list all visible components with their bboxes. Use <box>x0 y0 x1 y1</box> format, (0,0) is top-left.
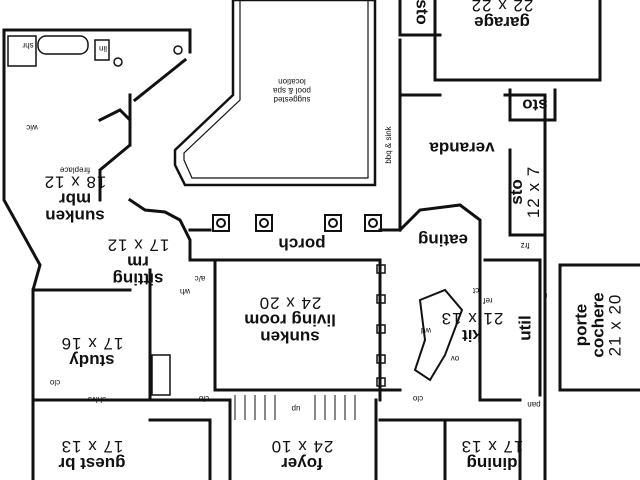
room-dining-dim: 17 x 13 <box>460 437 524 456</box>
label-wh: wh <box>179 287 191 296</box>
room-kit: kit 21 x 13 <box>440 309 504 345</box>
room-sitting-dim: 17 x 12 <box>106 235 170 255</box>
room-porch: porch <box>278 234 326 254</box>
label-ov: ov <box>450 354 460 363</box>
room-sitting-name1: sitting <box>112 269 164 289</box>
pool-inner <box>183 0 369 179</box>
wall-outer-left <box>2 28 42 480</box>
label-clo-a: clo <box>198 394 210 403</box>
room-sunken-mbr-dim: 18 x 12 <box>43 172 107 192</box>
wall-sto-side <box>508 148 547 237</box>
label-clo-b: clo <box>49 378 61 387</box>
room-cochere-name1: porte <box>571 303 591 347</box>
bbq-note-text: bbq & sink <box>384 126 393 164</box>
label-clo-c: clo <box>412 394 424 403</box>
room-foyer-dim: 24 x 10 <box>270 437 334 456</box>
wall-bay-sitting <box>127 197 192 262</box>
wall-cochere <box>558 263 640 392</box>
wall-sto-top <box>398 0 442 37</box>
label-shr: shr <box>22 41 34 50</box>
wall-dining <box>443 418 522 480</box>
room-sitting-name2: rm <box>127 252 149 272</box>
label-up: up <box>291 404 301 413</box>
room-util: util <box>515 315 535 341</box>
room-sunken-mbr: sunken mbr 18 x 12 fireplace <box>43 166 107 226</box>
living-columns <box>376 264 386 387</box>
label-shlvs: shlvs <box>87 395 107 404</box>
room-sunken-living: sunken living room 24 x 20 <box>244 293 336 347</box>
pool-note: suggested pool & spa location <box>273 76 311 104</box>
room-sunken-mbr-name2: mbr <box>58 189 92 209</box>
room-foyer: foyer 24 x 10 <box>270 437 334 473</box>
room-guest-name: guest br <box>58 454 126 473</box>
room-porch-name: porch <box>278 234 326 254</box>
room-sto-mid: sto <box>522 95 548 115</box>
label-wd: wd <box>420 326 432 335</box>
room-living-name1: sunken <box>260 327 320 347</box>
pool-note-line1: suggested <box>273 94 311 104</box>
label-ct: ct <box>472 286 480 295</box>
room-sto-side-dim: 12 x 7 <box>524 165 543 219</box>
room-sto-side: sto 12 x 7 <box>507 165 543 219</box>
wall-kitchen-right <box>478 238 522 402</box>
pool-note-line2: pool & spa <box>273 85 311 95</box>
label-ref: ref <box>483 296 493 305</box>
room-guest-br: guest br 17 x 13 <box>58 437 126 473</box>
room-kit-name: kit <box>462 326 482 345</box>
wall-veranda-right <box>503 93 547 147</box>
label-ac: a/c <box>194 274 206 283</box>
wall-foyer-walls <box>228 398 378 480</box>
room-dining-name: dining <box>466 454 518 473</box>
room-garage-name: garage <box>474 13 530 32</box>
room-study: study 17 x 16 <box>60 334 124 370</box>
room-study-dim: 17 x 16 <box>60 334 124 353</box>
wall-mbr-top-right <box>132 57 188 103</box>
pool-outline <box>173 0 377 187</box>
label-lin: lin <box>98 44 108 53</box>
room-eating-name: eating <box>417 230 469 250</box>
label-wic: wic <box>26 123 38 132</box>
room-sitting: sitting rm 17 x 12 <box>106 235 170 289</box>
kitchen-island <box>413 288 464 382</box>
room-util-name: util <box>515 315 535 341</box>
room-sunken-mbr-name1: sunken <box>45 206 105 226</box>
wall-eating <box>397 203 482 242</box>
room-eating: eating <box>417 230 469 250</box>
stairs <box>234 395 356 420</box>
wall-sto-mid <box>508 88 557 122</box>
pool-note-line3: location <box>278 76 306 86</box>
room-sto-side-name: sto <box>507 179 526 205</box>
wall-util <box>483 258 542 397</box>
room-foyer-name: foyer <box>281 454 323 473</box>
room-garage: garage 22 x 22 <box>470 0 534 32</box>
room-porte-cochere: porte cochere 21 x 20 <box>571 292 625 358</box>
room-cochere-name2: cochere <box>588 292 608 358</box>
room-study-name: study <box>69 351 115 370</box>
label-pan: pan <box>527 400 541 409</box>
mbr-bath-fixtures <box>7 35 183 67</box>
porch-columns <box>212 214 382 232</box>
room-cochere-dim: 21 x 20 <box>605 293 625 357</box>
room-sto-mid-name: sto <box>522 95 548 115</box>
room-veranda: veranda <box>429 138 495 158</box>
room-garage-dim: 22 x 22 <box>470 0 534 15</box>
guest-tub <box>151 354 171 396</box>
room-sto-top-name: sto <box>412 0 432 25</box>
room-living-dim: 24 x 20 <box>258 293 322 313</box>
room-sto-top: sto <box>412 0 432 25</box>
room-veranda-name: veranda <box>429 138 495 158</box>
label-frz: frz <box>520 241 530 250</box>
wall-top-mbr-bath <box>2 28 192 54</box>
wall-bay-mbr <box>97 108 132 147</box>
room-dining: dining 17 x 13 <box>460 437 524 473</box>
label-r: r <box>544 291 548 300</box>
room-living-name2: living room <box>244 310 336 330</box>
bbq-note: bbq & sink <box>384 126 393 164</box>
room-kit-dim: 21 x 13 <box>440 309 504 328</box>
room-guest-dim: 17 x 13 <box>60 437 124 456</box>
